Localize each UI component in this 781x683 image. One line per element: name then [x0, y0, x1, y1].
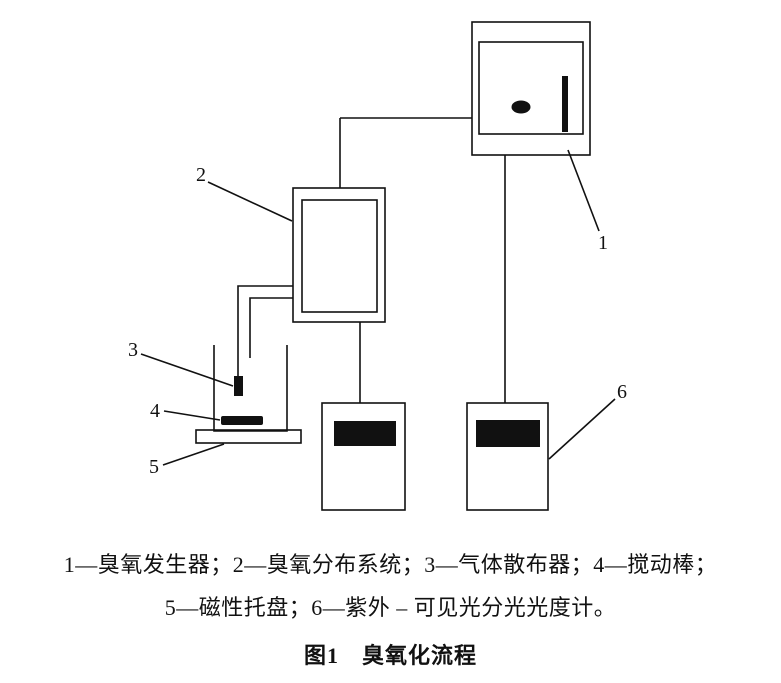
- gas-diffuser-icon: [234, 376, 243, 396]
- callout-label-3: 3: [128, 339, 138, 361]
- leader-line-5: [162, 443, 225, 466]
- spectrophotometer-display: [476, 420, 540, 447]
- magnetic-tray: [195, 429, 302, 444]
- callout-label-1: 1: [598, 232, 608, 254]
- ozone-generator-box: [471, 21, 591, 156]
- callout-label-2: 2: [196, 164, 206, 186]
- ozone-generator-inner-panel: [478, 41, 584, 135]
- spectrophotometer-box: [466, 402, 549, 511]
- leader-line-2: [207, 181, 293, 222]
- stir-bar-icon: [221, 416, 263, 425]
- callout-label-6: 6: [617, 381, 627, 403]
- leader-line-3: [140, 353, 234, 387]
- indicator-dot-icon: [511, 100, 531, 114]
- lamp-bar-icon: [562, 76, 568, 132]
- meter-display: [334, 421, 396, 446]
- ozone-distribution-box: [292, 187, 386, 323]
- meter-box: [321, 402, 406, 511]
- legend-line-2: 5—磁性托盘；6—紫外 – 可见光分光光度计。: [164, 595, 617, 620]
- figure-title: 图1 臭氧化流程: [303, 643, 477, 668]
- leader-line-6: [548, 398, 616, 460]
- leader-line-1: [567, 149, 600, 232]
- callout-label-5: 5: [149, 456, 159, 478]
- gas-tube-inner-wall: [249, 297, 293, 358]
- ozone-distribution-inner-panel: [301, 199, 378, 313]
- legend-line-1: 1—臭氧发生器；2—臭氧分布系统；3—气体散布器；4—搅动棒；: [63, 552, 718, 577]
- gas-tube-outer-wall: [237, 285, 293, 376]
- beaker: [213, 345, 288, 432]
- callout-label-4: 4: [150, 400, 160, 422]
- ozonation-flow-diagram: 1 2 3 4 5 6: [128, 21, 627, 511]
- leader-line-4: [163, 410, 221, 421]
